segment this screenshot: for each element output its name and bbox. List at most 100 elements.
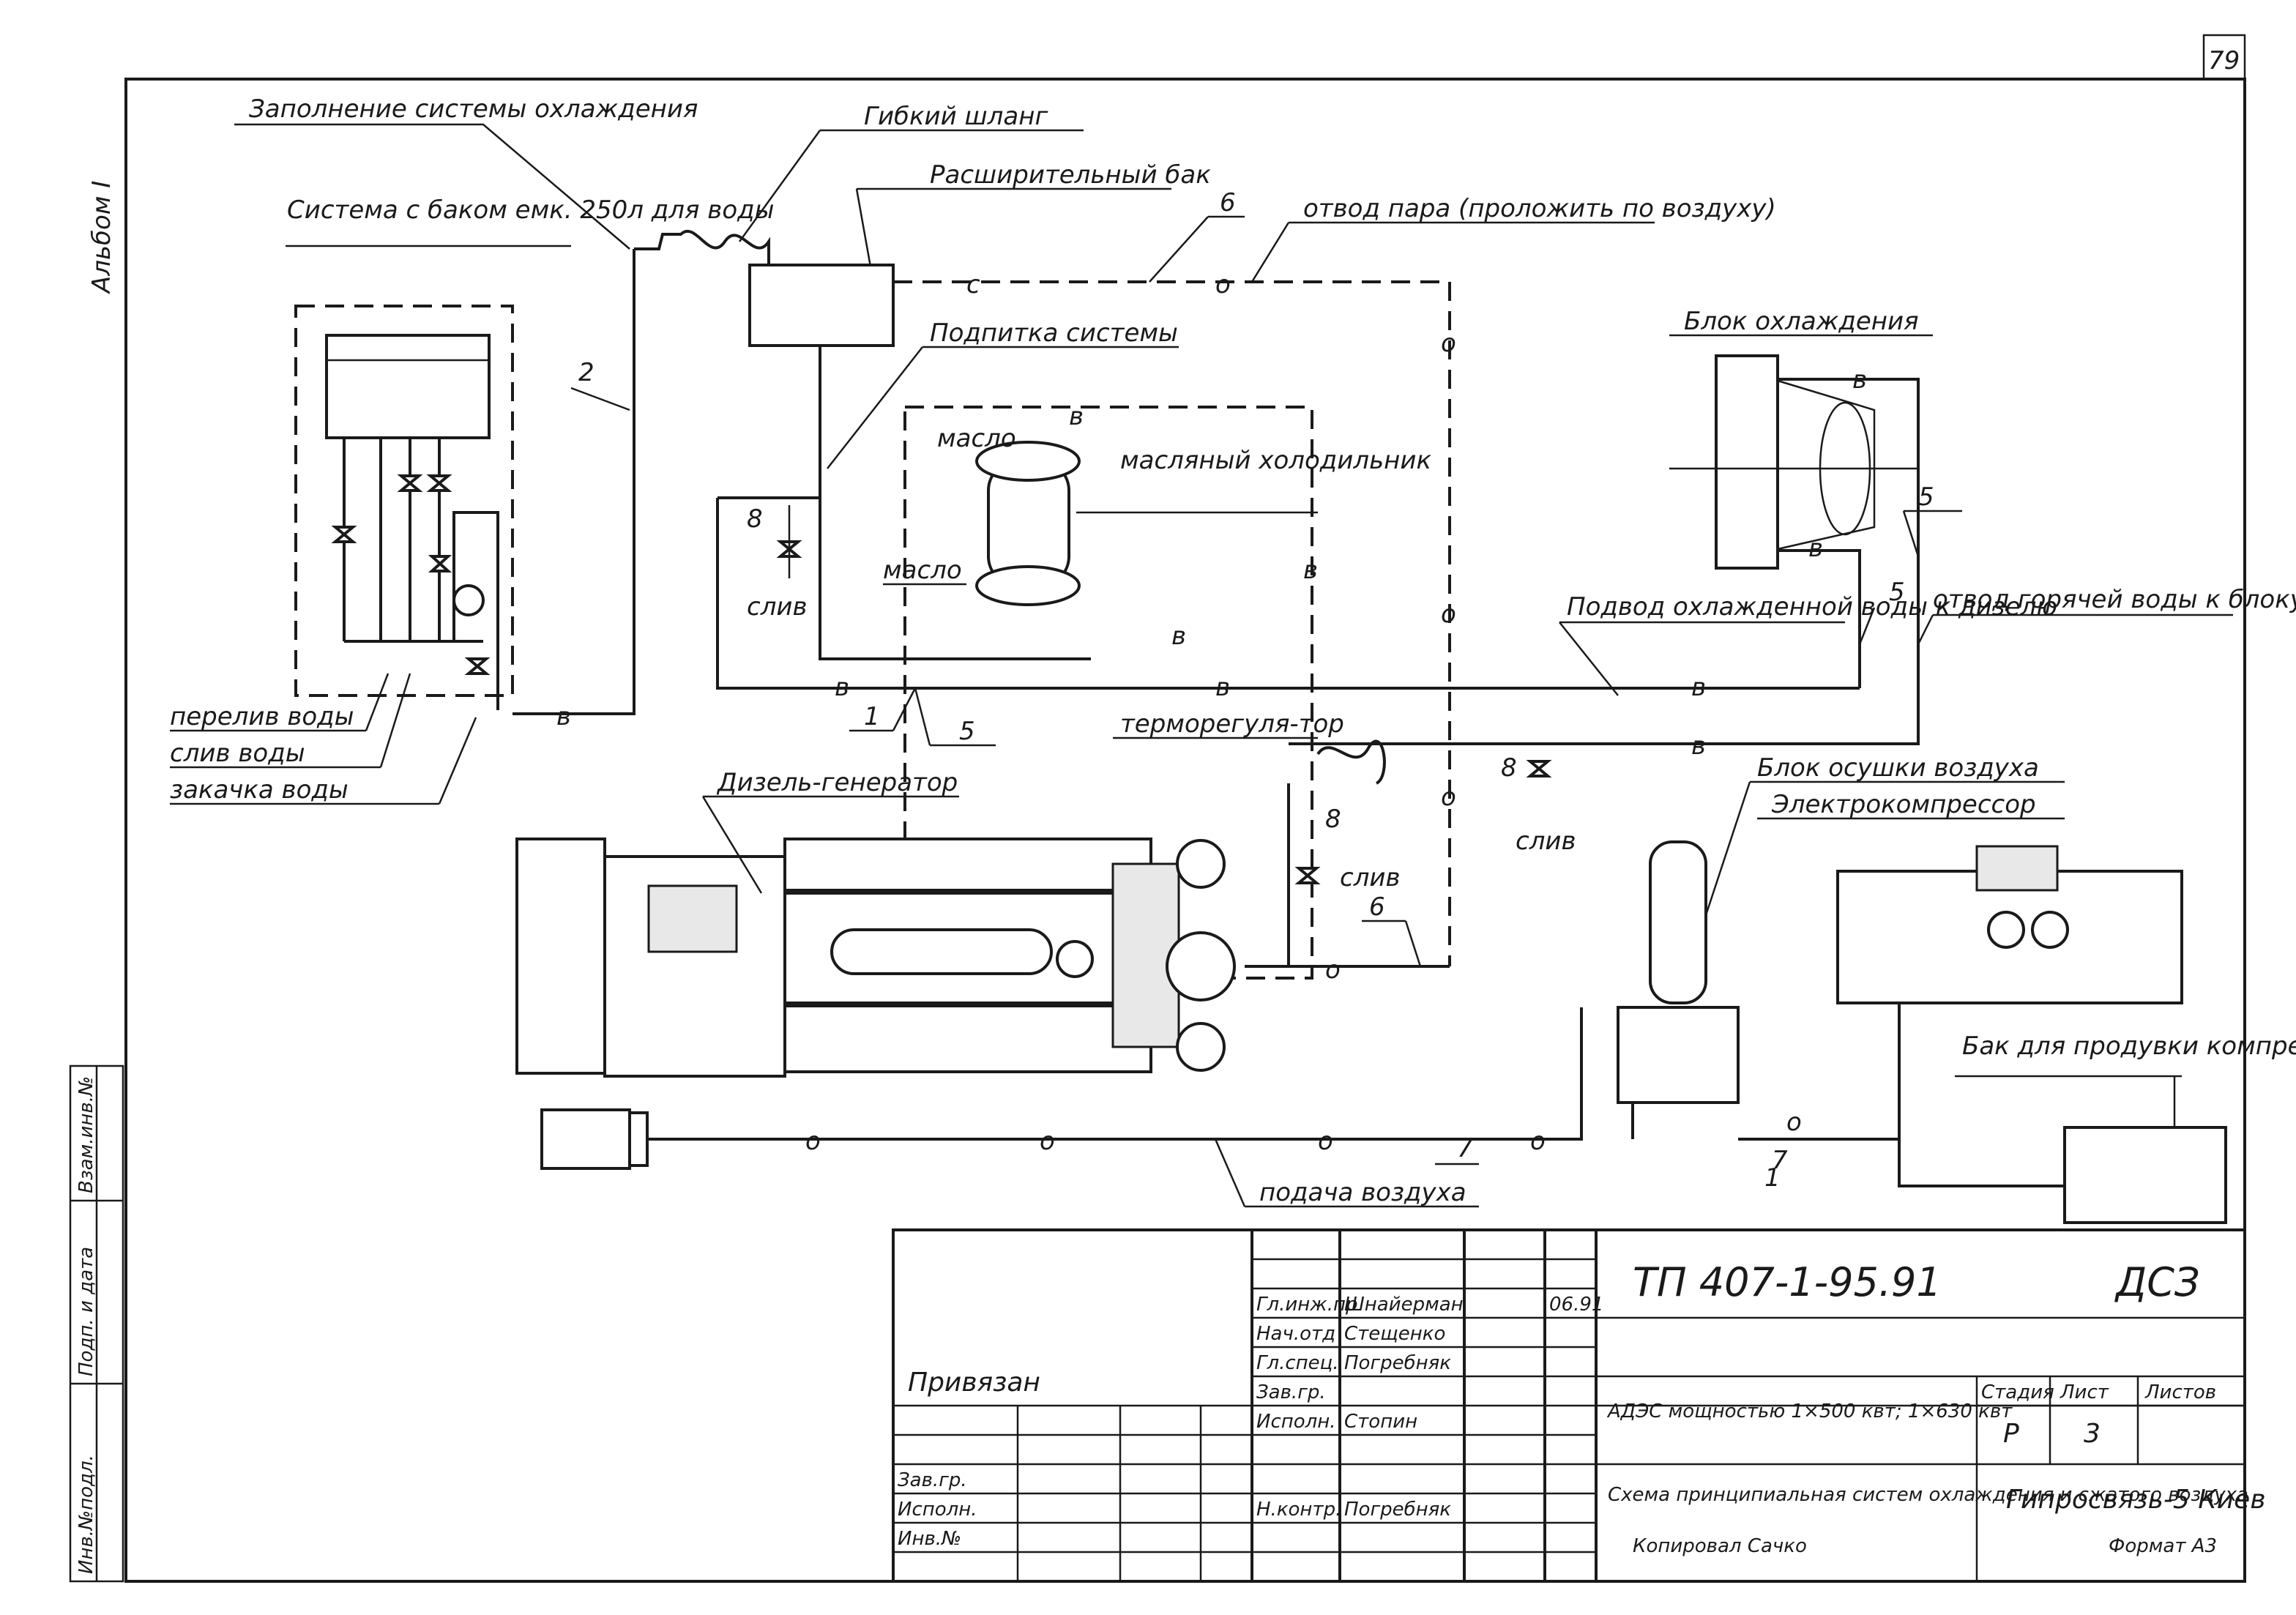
- role-6-name: Погребняк: [1344, 1499, 1451, 1521]
- water-tank: [325, 334, 491, 439]
- sheet-frame: [124, 78, 2246, 1583]
- svg-text:в: в: [1303, 556, 1318, 585]
- svg-text:2: 2: [578, 358, 594, 387]
- svg-text:о: о: [1441, 329, 1456, 358]
- cooling-block-label: Блок охлаждения: [1684, 307, 1919, 336]
- doc-code: ТП 407-1-95.91: [1633, 1259, 1942, 1305]
- svg-text:5: 5: [1918, 482, 1934, 512]
- water-drain-label: слив воды: [170, 739, 305, 768]
- expansion-tank-label: Расширительный бак: [930, 160, 1211, 190]
- oil-out-label: масло: [883, 556, 962, 585]
- compressor-blow-tank: [2063, 1126, 2227, 1224]
- drawing-title: Схема принципиальная систем охлаждения и…: [1608, 1484, 2248, 1506]
- svg-text:в: в: [1691, 673, 1706, 702]
- svg-text:о: о: [1530, 1127, 1546, 1156]
- stamp-sign-date: Подп. и дата: [75, 1247, 97, 1376]
- sheet-header: Лист: [2060, 1381, 2109, 1403]
- air-drying-block: [1617, 1006, 1740, 1104]
- drain-valve-icon: [1526, 760, 1552, 777]
- rubber-hose-label: Гибкий шланг: [864, 102, 1048, 131]
- tank-system-label: Система с баком емк. 250л для воды: [287, 195, 775, 225]
- thermoregulator-label: терморегуля-тор: [1120, 709, 1344, 739]
- role-1: Гл.инж.пр: [1256, 1294, 1357, 1316]
- stamp-inv: Инв.№подл.: [75, 1455, 97, 1574]
- air-cylinder: [540, 1108, 631, 1170]
- role-2: Нач.отд: [1256, 1323, 1335, 1345]
- sheet-value: 3: [2084, 1419, 2101, 1449]
- tank-valve-icon: [464, 657, 491, 675]
- side-row-2: Исполн.: [898, 1499, 977, 1521]
- cooled-water-label: Подвод охлажденной воды к дизелю: [1567, 592, 2057, 622]
- svg-text:6: 6: [1369, 892, 1385, 922]
- stage-code: ДСЗ: [2114, 1259, 2200, 1305]
- oil-in-label: масло: [937, 424, 1016, 453]
- stage-header: Стадия: [1981, 1381, 2054, 1403]
- role-5: Исполн.: [1256, 1411, 1336, 1433]
- role-3: Гл.спец.: [1256, 1352, 1339, 1374]
- tank-valve-icon: [426, 474, 452, 492]
- drain-valve-icon: [1294, 867, 1321, 884]
- copied-label: Копировал Сачко: [1633, 1535, 1807, 1557]
- bound-label: Привязан: [908, 1368, 1040, 1398]
- drain-label-1: слив: [747, 592, 808, 622]
- format-label: Формат А3: [2109, 1535, 2217, 1557]
- air-supply-label: подача воздуха: [1259, 1178, 1466, 1207]
- svg-text:1: 1: [1764, 1163, 1781, 1193]
- role-2-name: Стещенко: [1344, 1323, 1445, 1345]
- album-label: Альбом I: [87, 181, 116, 294]
- svg-text:о: о: [1441, 600, 1456, 629]
- sheet-number: 79: [2208, 46, 2240, 75]
- stage-value: Р: [2003, 1419, 2019, 1449]
- svg-text:о: о: [1786, 1108, 1802, 1137]
- svg-text:в: в: [835, 673, 849, 702]
- stamp-replace: Взам.инв.№: [75, 1076, 97, 1193]
- expansion-tank: [748, 264, 895, 347]
- svg-text:о: о: [1215, 270, 1231, 299]
- svg-text:в: в: [1171, 622, 1186, 651]
- diesel-generator: [515, 838, 1236, 1078]
- svg-text:в: в: [1808, 534, 1823, 563]
- svg-text:5: 5: [959, 717, 975, 746]
- svg-text:8: 8: [1501, 753, 1517, 783]
- makeup-label: Подпитка системы: [930, 318, 1178, 348]
- role-6: Н.контр.: [1256, 1499, 1341, 1521]
- steam-vent-label: отвод пара (проложить по воздуху): [1303, 194, 1776, 223]
- svg-text:1: 1: [864, 702, 880, 731]
- svg-text:в: в: [556, 702, 571, 731]
- tank-valve-icon: [331, 526, 357, 543]
- rubber-hose-icon: [634, 229, 770, 265]
- sheet-number-box: [2202, 34, 2246, 81]
- electrocompressor-label: Электрокомпрессор: [1771, 790, 2036, 819]
- hot-water-label: отвод горячей воды к блоку охлаждения: [1933, 585, 2296, 614]
- svg-text:5: 5: [1889, 578, 1905, 607]
- title-block: [892, 1228, 2246, 1583]
- role-1-name: Шнайерман: [1344, 1294, 1464, 1316]
- svg-text:в: в: [1691, 731, 1706, 761]
- svg-text:в: в: [1215, 673, 1230, 702]
- svg-text:в: в: [1069, 402, 1084, 431]
- role-1-date: 06.91: [1549, 1294, 1603, 1316]
- svg-text:о: о: [1441, 783, 1456, 812]
- svg-text:о: о: [805, 1127, 821, 1156]
- object-name: АДЭС мощностью 1×500 квт; 1×630 квт: [1606, 1400, 2013, 1422]
- drain-label-2: слив: [1340, 863, 1401, 892]
- tank-valve-icon: [397, 474, 423, 492]
- svg-text:8: 8: [747, 504, 763, 534]
- svg-text:о: о: [1325, 955, 1341, 985]
- diesel-generator-label: Дизель-генератор: [716, 768, 958, 797]
- role-4: Зав.гр.: [1256, 1381, 1326, 1403]
- sheets-header: Листов: [2144, 1381, 2216, 1403]
- svg-text:6: 6: [1220, 188, 1236, 217]
- svg-text:7: 7: [1457, 1134, 1473, 1163]
- svg-text:8: 8: [1325, 805, 1341, 834]
- role-3-name: Погребняк: [1344, 1352, 1451, 1374]
- cooling-block: [1715, 354, 1779, 570]
- svg-text:о: о: [1040, 1127, 1055, 1156]
- water-pumping-label: закачка воды: [170, 775, 348, 805]
- blow-tank-label: Бак для продувки компрессора: [1962, 1032, 2296, 1061]
- svg-text:7: 7: [1772, 1146, 1788, 1175]
- water-pump-icon: [452, 584, 485, 616]
- role-5-name: Стопин: [1344, 1411, 1417, 1433]
- thermoregulator-icon: [1316, 739, 1386, 785]
